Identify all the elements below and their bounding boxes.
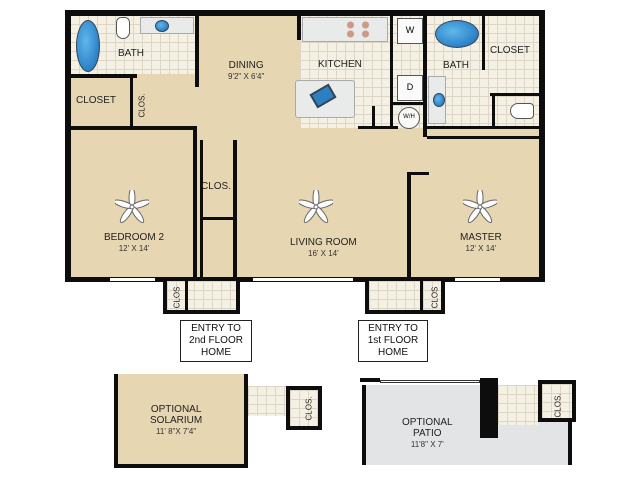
sink-icon — [433, 93, 445, 107]
wall — [407, 172, 429, 175]
window — [455, 278, 500, 281]
room-label-clos-entry-left: CLOS — [172, 286, 182, 309]
bedroom2-dims: 12' X 14' — [118, 244, 150, 253]
patio-dims: 11'8" X 7' — [410, 440, 444, 449]
wall — [427, 136, 540, 139]
wall — [480, 378, 498, 438]
patio-entry-floor — [498, 385, 538, 425]
entry-line: 1st FLOOR — [367, 335, 419, 346]
wall — [67, 126, 197, 130]
window — [380, 380, 480, 383]
dryer: D — [397, 75, 423, 101]
water-heater: W/H — [398, 107, 420, 129]
patio-label1: OPTIONAL — [402, 417, 453, 428]
wall — [195, 12, 199, 87]
wall — [233, 140, 237, 281]
dining-label: DINING — [228, 60, 264, 71]
ceiling-fan-icon — [463, 190, 497, 224]
ceiling-fan-icon — [115, 190, 149, 224]
wall — [420, 281, 423, 311]
wall — [65, 10, 545, 16]
room-label-bath-master: BATH — [443, 60, 469, 71]
wall — [358, 126, 398, 129]
patio-label2: PATIO — [413, 428, 442, 439]
sink-icon — [155, 20, 169, 32]
entry-right-floor — [365, 281, 445, 314]
wall — [200, 140, 203, 281]
wall — [390, 12, 393, 128]
entry-line: 2nd FLOOR — [189, 335, 243, 346]
window — [110, 278, 155, 281]
living-label: LIVING ROOM — [290, 237, 357, 248]
entry-2nd-floor-label: ENTRY TO 2nd FLOOR HOME — [180, 320, 252, 362]
dining-dims: 9'2" X 6'4" — [228, 72, 265, 81]
wall — [425, 126, 540, 129]
master-label: MASTER — [460, 232, 502, 243]
entry-line: ENTRY TO — [368, 323, 418, 334]
wall — [130, 78, 133, 128]
wall — [193, 128, 197, 281]
room-label-clos-hall: CLOS. — [201, 181, 232, 192]
solarium-entry-floor — [248, 386, 286, 416]
room-label-bath: BATH — [118, 48, 144, 59]
wall — [492, 93, 495, 128]
entry-line: HOME — [378, 347, 408, 358]
living-dims: 16' X 14' — [308, 249, 339, 258]
stove-icon — [343, 19, 373, 39]
wall — [539, 10, 545, 282]
wall — [423, 12, 427, 137]
bathtub-icon — [435, 20, 479, 48]
wall — [490, 93, 540, 96]
toilet-icon — [510, 103, 534, 119]
toilet-icon — [116, 17, 130, 39]
room-label-kitchen: KITCHEN — [318, 59, 362, 70]
wall — [360, 378, 380, 382]
wall — [200, 217, 235, 220]
wall — [297, 12, 301, 40]
wall — [67, 74, 137, 78]
ceiling-fan-icon — [299, 190, 333, 224]
bathtub-icon — [76, 20, 100, 72]
solarium-label1: OPTIONAL — [150, 404, 202, 415]
entry-1st-floor-label: ENTRY TO 1st FLOOR HOME — [358, 320, 428, 362]
room-label-solarium: OPTIONAL SOLARIUM 11' 8"X 7'4" — [150, 404, 202, 437]
washer: W — [397, 18, 423, 44]
solarium-closet-floor — [286, 386, 322, 430]
patio-closet-floor — [538, 380, 576, 422]
entry-line: HOME — [201, 347, 231, 358]
room-label-closet: CLOSET — [76, 95, 117, 106]
window — [253, 278, 353, 281]
room-label-clos: CLOS. — [137, 93, 147, 118]
room-label-closet-master: CLOSET — [490, 45, 531, 56]
bedroom2-label: BEDROOM 2 — [104, 232, 165, 243]
room-label-patio: OPTIONAL PATIO 11'8" X 7' — [402, 417, 453, 450]
room-label-clos-patio: CLOS. — [553, 393, 563, 418]
solarium-floor — [114, 374, 248, 468]
room-label-clos-solarium: CLOS. — [304, 396, 314, 421]
solarium-label2: SOLARIUM — [150, 415, 203, 426]
wall — [372, 106, 375, 128]
entry-line: ENTRY TO — [191, 323, 241, 334]
solarium-dims: 11' 8"X 7'4" — [156, 427, 197, 436]
room-label-clos-entry-right: CLOS — [430, 286, 440, 309]
wall — [65, 10, 71, 282]
master-dims: 12' X 14' — [465, 244, 497, 253]
wall — [392, 102, 425, 105]
wall — [407, 172, 411, 281]
wall — [185, 281, 188, 311]
entry-left-floor — [163, 281, 240, 314]
wall — [482, 12, 485, 70]
